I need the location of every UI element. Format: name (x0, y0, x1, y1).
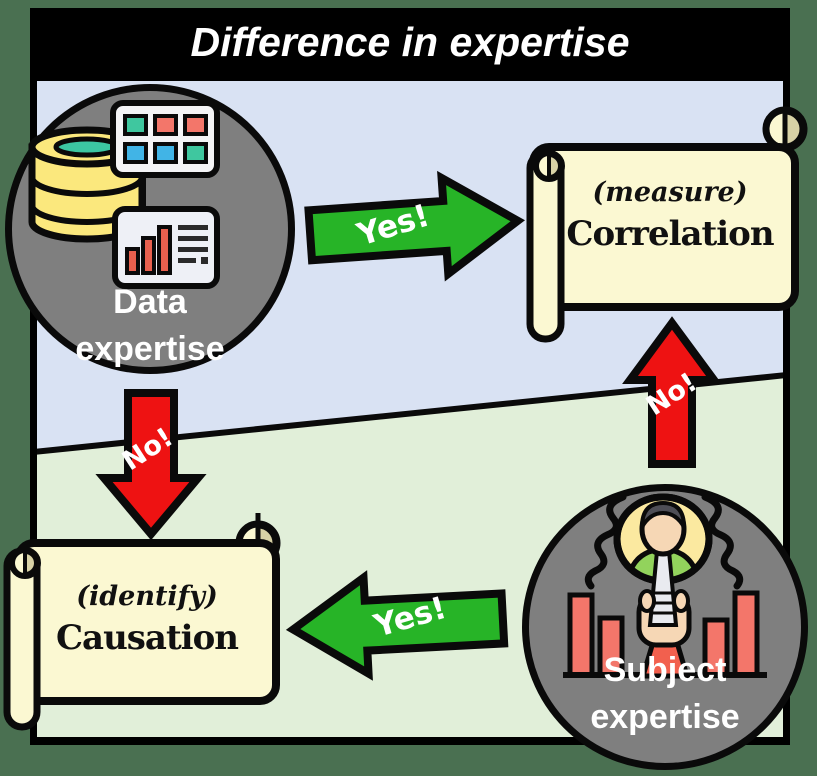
person-presenter-icon (563, 493, 767, 679)
title-bar: Difference in expertise (30, 8, 790, 81)
squiggle-left-icon (584, 493, 627, 590)
bar-chart-icon (563, 590, 767, 678)
arrow-subject-to-causation: Yes! (283, 562, 511, 685)
scroll-qualifier: (identify) (76, 581, 218, 612)
node-subject-expertise: Subject expertise (522, 484, 808, 770)
grid-card-icon (110, 100, 220, 178)
scroll-causation-text: (identify) Causation (32, 579, 262, 661)
bar-chart-card-icon (112, 206, 220, 289)
up-arrow-icon (622, 316, 722, 468)
hair-icon (639, 500, 687, 535)
scroll-correlation-text: (measure) Correlation (545, 175, 795, 257)
left-arrow-icon (285, 570, 509, 681)
scroll-correlation: (measure) Correlation (523, 103, 815, 348)
scroll-qualifier: (measure) (592, 177, 748, 208)
node-label: Subject expertise (529, 647, 801, 741)
node-label: Data expertise (12, 279, 288, 373)
node-label-line2: expertise (75, 330, 225, 368)
arrow-data-to-causation: No! (95, 388, 207, 541)
scroll-causation: (identify) Causation (0, 511, 288, 731)
database-grid-chart-icon (28, 100, 220, 289)
squiggle-right-icon (701, 493, 744, 590)
arrow-subject-to-correlation: No! (622, 316, 722, 468)
right-arrow-icon (304, 170, 526, 282)
node-label-line2: expertise (590, 698, 740, 736)
node-data-expertise: Data expertise (5, 84, 295, 374)
scroll-title: Correlation (566, 214, 774, 254)
down-arrow-icon (95, 389, 207, 541)
node-label-line1: Subject (603, 651, 727, 689)
arrow-data-to-correlation: Yes! (301, 164, 528, 291)
diagram-title: Difference in expertise (190, 19, 630, 65)
node-label-line1: Data (113, 283, 187, 321)
scroll-parchment-icon (3, 513, 281, 731)
scroll-parchment-icon (526, 106, 808, 343)
scroll-title: Causation (55, 618, 239, 658)
